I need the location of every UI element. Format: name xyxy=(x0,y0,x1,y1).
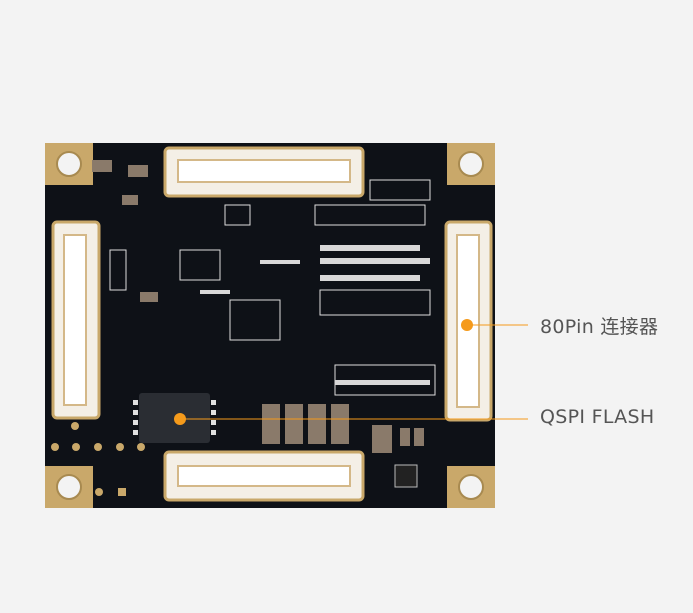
passive-components xyxy=(51,160,436,496)
annotation-leaders xyxy=(174,319,528,425)
connector-top xyxy=(163,146,365,198)
connector-left xyxy=(51,220,101,420)
board-connectors xyxy=(51,146,493,502)
connector-marker-dot xyxy=(461,319,473,331)
flash-marker-dot xyxy=(174,413,186,425)
connector-bottom xyxy=(163,450,365,502)
flash-annotation-label: QSPI FLASH xyxy=(540,406,655,428)
pcb-board xyxy=(45,143,495,508)
connector-annotation-label: 80Pin 连接器 xyxy=(540,316,659,338)
